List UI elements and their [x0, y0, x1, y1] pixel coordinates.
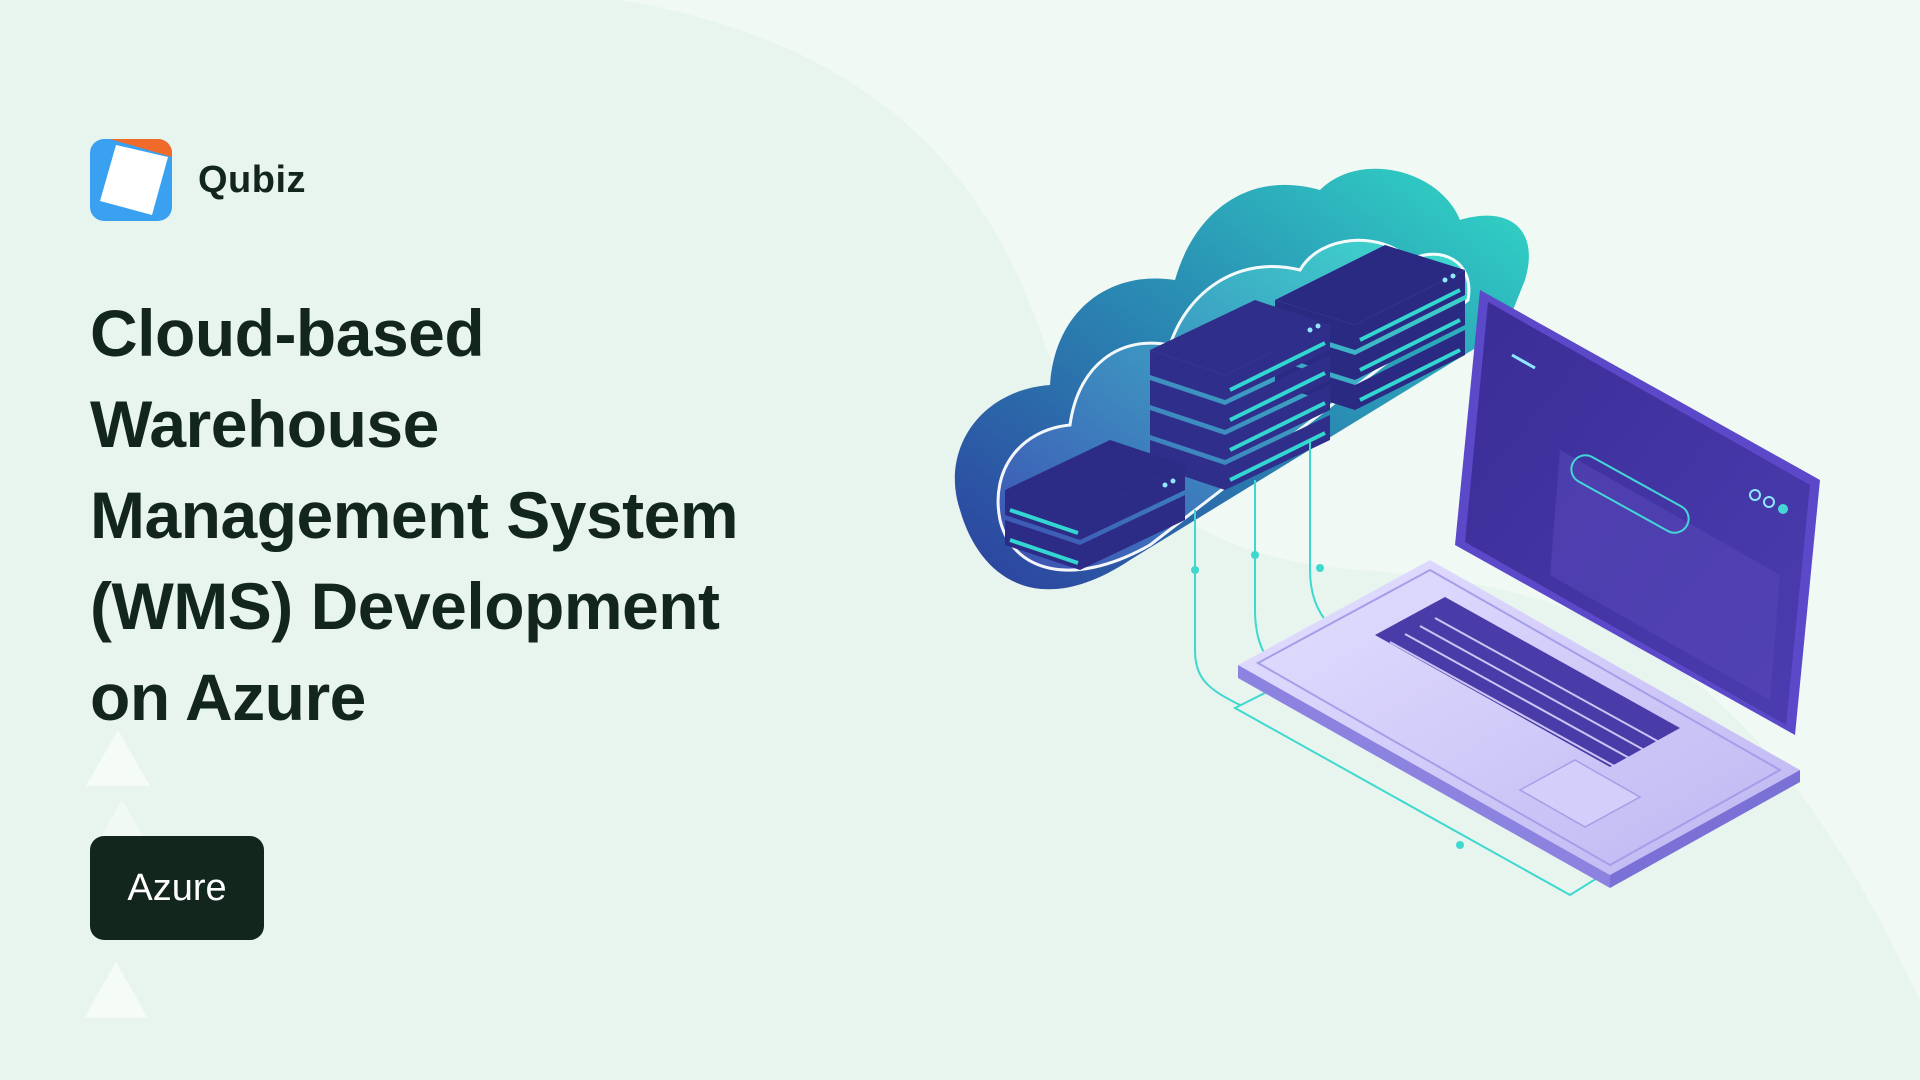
title-line-4: (WMS) Development [90, 569, 720, 643]
brand-logo[interactable]: Qubiz [90, 138, 306, 222]
azure-tag-button[interactable]: Azure [90, 836, 264, 940]
brand-name: Qubiz [198, 158, 307, 201]
title-line-2: Warehouse [90, 387, 439, 461]
decor-triangle-3 [84, 962, 148, 1018]
page-title: Cloud-based Warehouse Management System … [90, 288, 850, 743]
title-line-5: on Azure [90, 660, 366, 734]
title-line-3: Management System [90, 478, 739, 552]
qubiz-logo-icon [90, 139, 172, 221]
title-line-1: Cloud-based [90, 296, 485, 370]
server-stack-icon [1005, 245, 1465, 570]
laptop-icon [1238, 290, 1820, 888]
cloud-server-laptop-illustration [954, 168, 1820, 897]
decor-triangle-1 [86, 730, 150, 786]
